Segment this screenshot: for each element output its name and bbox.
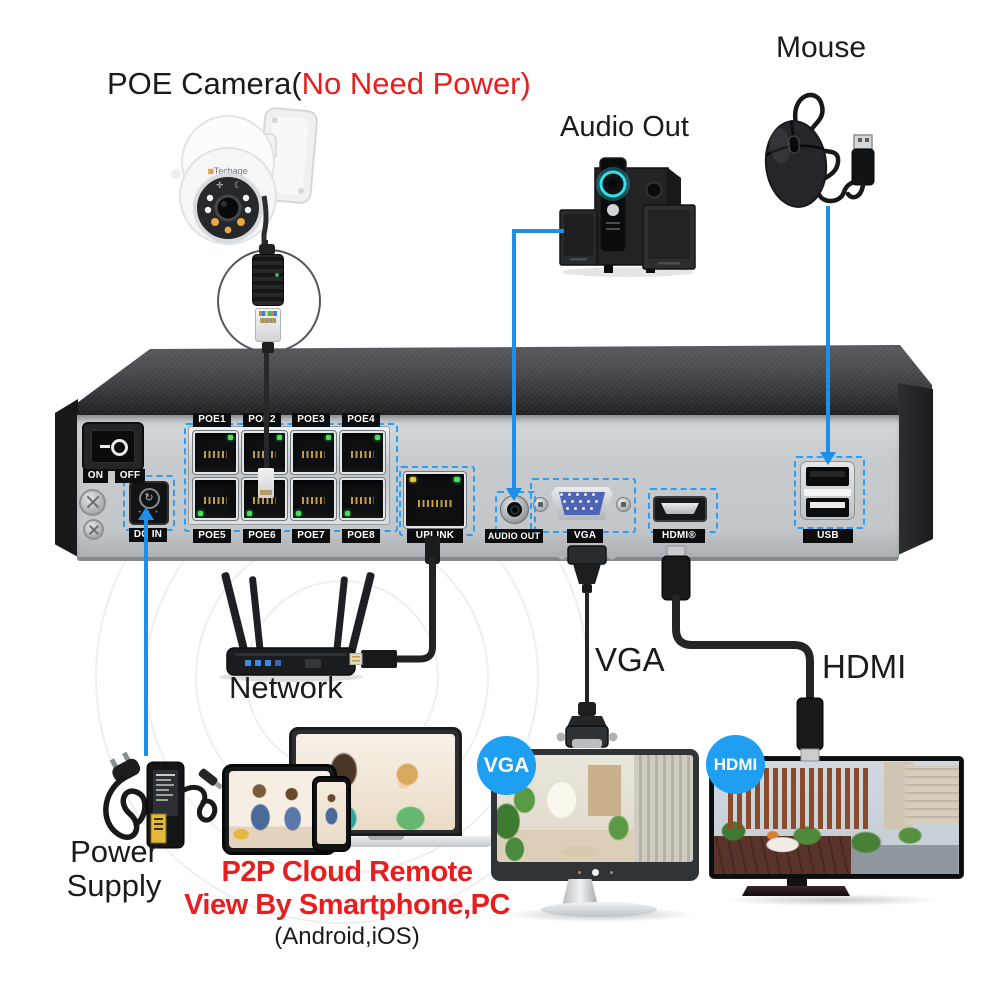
svg-text:◙Techage: ◙Techage: [208, 166, 247, 176]
poe-camera-title: POE Camera(No Need Power): [107, 66, 531, 102]
smartphone: [312, 776, 351, 852]
monitor-power-led: [578, 869, 613, 876]
svg-text:☾: ☾: [234, 180, 242, 190]
uplink-port[interactable]: [404, 472, 466, 528]
usb-ports[interactable]: [800, 461, 855, 520]
tv-stand: [742, 886, 850, 896]
poe1-label: POE1: [193, 413, 231, 427]
nvr-right-side: [898, 383, 933, 555]
rj45-plug: [255, 308, 281, 342]
poe-camera-title-black: POE Camera(: [107, 66, 302, 101]
hdmi-port[interactable]: [653, 496, 707, 522]
poe2-label: POE2: [243, 413, 281, 427]
poe-ports-highlight: [184, 423, 398, 532]
ground-screw-icon: [79, 489, 106, 516]
mouse-line-arrow: [820, 452, 836, 465]
nvr-top-panel: [69, 345, 932, 417]
poe-port[interactable]: [193, 477, 238, 520]
vga-screw: [533, 497, 548, 512]
audio-out-port-label: AUDIO OUT: [485, 529, 543, 543]
poe3-label: POE3: [292, 413, 330, 427]
power-line: [144, 518, 148, 756]
p2p-line3: (Android,iOS): [274, 923, 420, 950]
poe-camera-image: ◙Techage ✛ ☾: [171, 107, 318, 246]
rj45-coupler-boot: [259, 244, 275, 255]
poe-port[interactable]: [291, 431, 336, 474]
usb-highlight: [794, 456, 865, 529]
poe8-label: POE8: [342, 529, 380, 543]
switch-on-label: ON: [83, 469, 108, 483]
hdmi-highlight: [648, 488, 718, 533]
monitor-base: [541, 902, 657, 917]
tv-neck: [787, 878, 807, 887]
hdmi-tv: [710, 757, 963, 878]
hdmi-cable-label: HDMI: [822, 648, 907, 685]
power-line-arrow: [138, 507, 154, 520]
nvr-left-side: [55, 399, 78, 557]
switch-off-label: OFF: [115, 469, 145, 483]
vga-highlight: [530, 478, 636, 533]
uplink-highlight: [399, 466, 475, 536]
audio-line-arrow: [506, 488, 522, 501]
tv-shadow: [722, 894, 942, 906]
vga-cable-label: VGA: [595, 641, 665, 678]
vga-badge: VGA: [477, 736, 536, 795]
poe-port[interactable]: [291, 477, 336, 520]
poe-port-plug: [258, 468, 274, 498]
power-supply-label: Power Supply: [66, 834, 162, 903]
poe7-label: POE7: [292, 529, 330, 543]
usb-port-label: USB: [803, 529, 853, 543]
monitor-stand: [562, 879, 598, 906]
router-image: [219, 572, 375, 682]
poe5-label: POE5: [193, 529, 231, 543]
dc-in-label: DC IN: [129, 528, 167, 542]
power-switch[interactable]: [82, 422, 144, 471]
rj45-plug-boot: [262, 342, 274, 353]
network-label: Network: [229, 670, 343, 705]
laptop-base: [277, 836, 495, 847]
poe6-label: POE6: [243, 529, 281, 543]
uplink-cable-boot: [425, 536, 440, 564]
hdmi-port-label: HDMI®: [653, 529, 705, 543]
chassis-screw-icon: [83, 519, 104, 540]
smartphone-screen-photo: [317, 782, 346, 844]
audio-line-vertical: [512, 229, 516, 489]
p2p-caption: P2P Cloud Remote View By Smartphone,PC (…: [181, 856, 513, 952]
poe-port[interactable]: [340, 431, 385, 474]
p2p-line2: View By Smartphone,PC: [184, 889, 510, 921]
poe-port[interactable]: [340, 477, 385, 520]
audio-out-label: Audio Out: [560, 111, 689, 143]
vga-port[interactable]: [551, 487, 613, 520]
hdmi-badge: HDMI: [706, 735, 765, 794]
camera-cable: [264, 352, 269, 470]
power-switch-rocker[interactable]: [91, 430, 135, 463]
dc-in-highlight: [123, 475, 175, 531]
svg-text:✛: ✛: [216, 180, 224, 190]
vga-screw: [616, 497, 631, 512]
mouse-line: [826, 206, 830, 453]
power-supply-image: [103, 751, 224, 849]
poe-camera-title-red: No Need Power): [301, 66, 531, 101]
poe4-label: POE4: [342, 413, 380, 427]
poe-port-block: [188, 426, 390, 525]
vga-port-label: VGA: [567, 529, 603, 543]
poe-port[interactable]: [193, 431, 238, 474]
p2p-line1: P2P Cloud Remote: [221, 856, 473, 888]
speakers-image: [559, 157, 696, 277]
rj45-coupler: [252, 254, 284, 306]
audio-line-horizontal: [514, 229, 564, 233]
mouse-image: [764, 92, 875, 208]
mouse-label: Mouse: [776, 31, 867, 64]
